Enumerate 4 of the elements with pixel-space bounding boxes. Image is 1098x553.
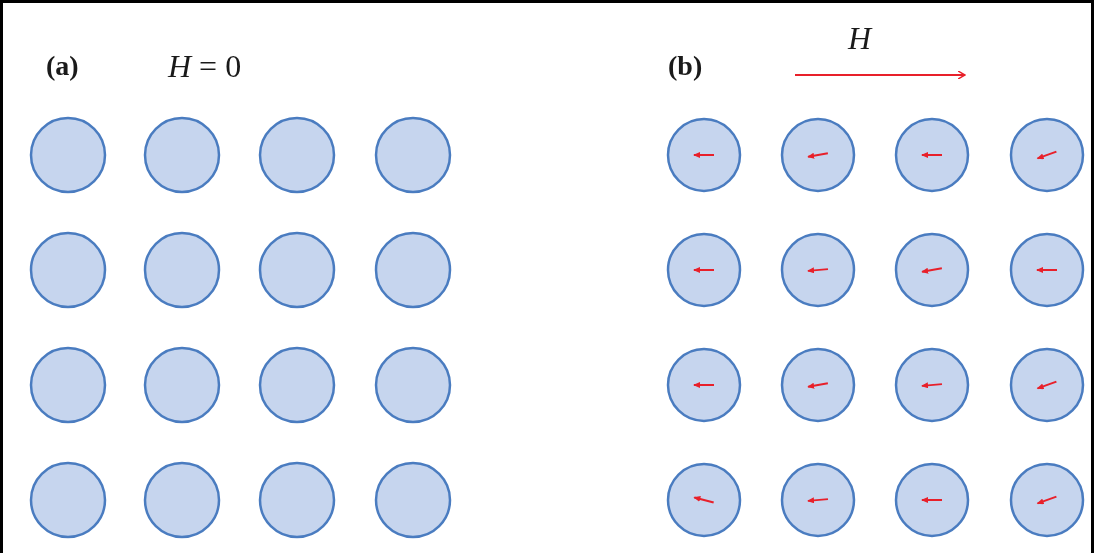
panel-label: (b) — [668, 52, 703, 80]
field-label: H = 0 — [168, 50, 242, 82]
panel-label: (a) — [46, 52, 79, 80]
field-label: H — [848, 22, 872, 54]
